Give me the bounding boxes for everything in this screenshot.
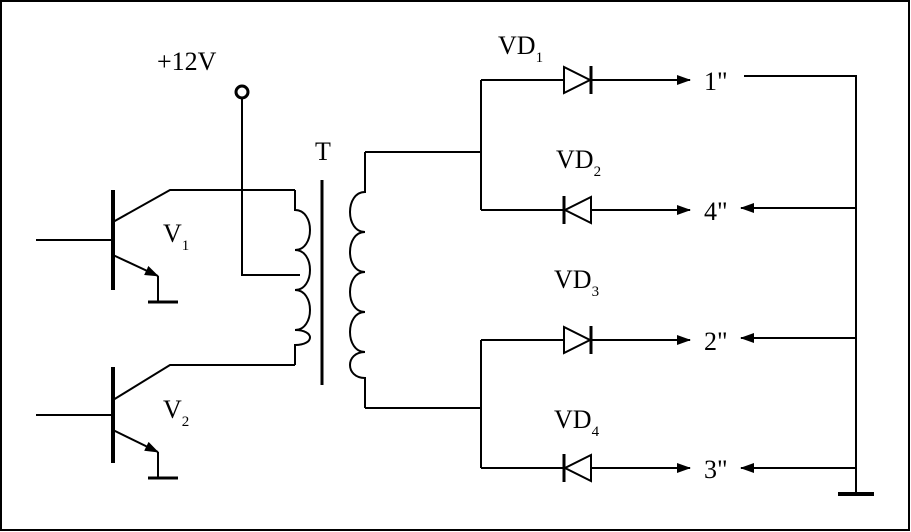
output-2-label: 2" (704, 327, 728, 356)
diode-vd4 (481, 453, 691, 483)
supply-label: +12V (157, 47, 217, 76)
vd2-label: VD2 (556, 145, 601, 180)
diode-vd1 (481, 65, 691, 95)
secondary-coil (349, 152, 366, 408)
output-1-label: 1" (704, 67, 728, 96)
output-3-label: 3" (704, 455, 728, 484)
return-bus (740, 75, 874, 496)
output-4-label: 4" (704, 197, 728, 226)
vd3-label: VD3 (554, 265, 599, 300)
vd1-label: VD1 (498, 31, 543, 66)
diode-vd2 (481, 195, 691, 225)
transistor-v2 (36, 364, 295, 480)
transistor-v1 (36, 189, 295, 304)
v2-label: V2 (163, 395, 189, 430)
supply-wire (241, 98, 300, 276)
vd4-label: VD4 (554, 405, 600, 440)
primary-coil (294, 190, 311, 365)
transformer-label: T (315, 137, 331, 166)
v1-label: V1 (163, 219, 189, 254)
supply-terminal (234, 84, 250, 100)
diode-vd3 (481, 325, 691, 355)
